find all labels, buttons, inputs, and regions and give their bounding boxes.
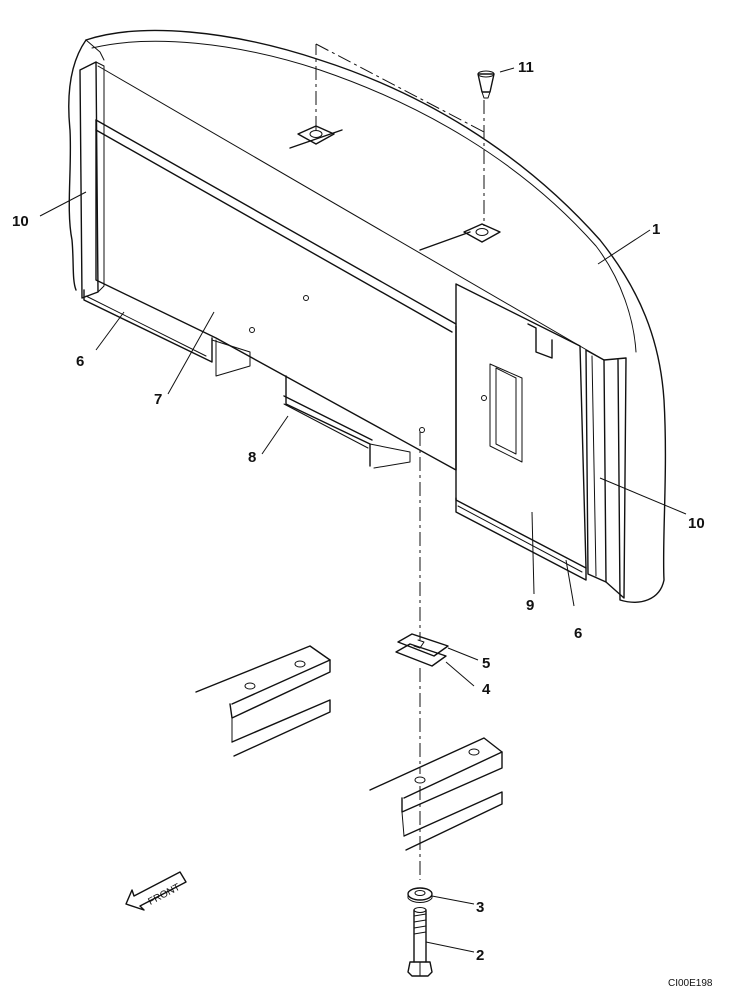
callout-10-right: 10 [688,515,705,532]
front-label: FRONT [147,882,183,908]
weight-plate-7 [95,119,457,471]
spacer-6-left [83,289,251,377]
callout-4: 4 [482,681,491,698]
callout-2: 2 [476,947,484,964]
leader-lines [39,67,687,953]
callout-11: 11 [518,59,534,76]
callout-7: 7 [154,391,162,408]
drawing-code: CI00E198 [668,978,713,989]
mounting-pad-right [463,223,501,243]
right-end-plate [585,349,627,599]
front-arrow: FRONT [125,871,187,911]
plate-9 [455,283,587,569]
frame-rail-lower [369,737,503,851]
center-lines [315,43,485,880]
callout-6-right: 6 [574,625,582,642]
callout-10-left: 10 [12,213,29,230]
spacer-8-center [283,375,411,469]
callouts: 11 1 10 6 7 8 10 9 6 5 4 3 2 [12,59,705,964]
shim-4 [395,643,447,667]
callout-6-left: 6 [76,353,84,370]
bolt-2 [407,907,433,977]
callout-9: 9 [526,597,534,614]
shim-5 [397,633,449,657]
counterweight-top [95,65,605,361]
callout-3: 3 [476,899,484,916]
callout-5: 5 [482,655,490,672]
callout-8: 8 [248,449,256,466]
left-end-plate [79,61,105,299]
callout-1: 1 [652,221,660,238]
frame-rail-upper [195,645,331,757]
spacer-6-right [455,497,587,581]
mounting-pad-left [297,125,335,145]
cap-11 [477,70,495,99]
counterweight-shell [68,29,667,603]
washer-3 [407,887,433,903]
